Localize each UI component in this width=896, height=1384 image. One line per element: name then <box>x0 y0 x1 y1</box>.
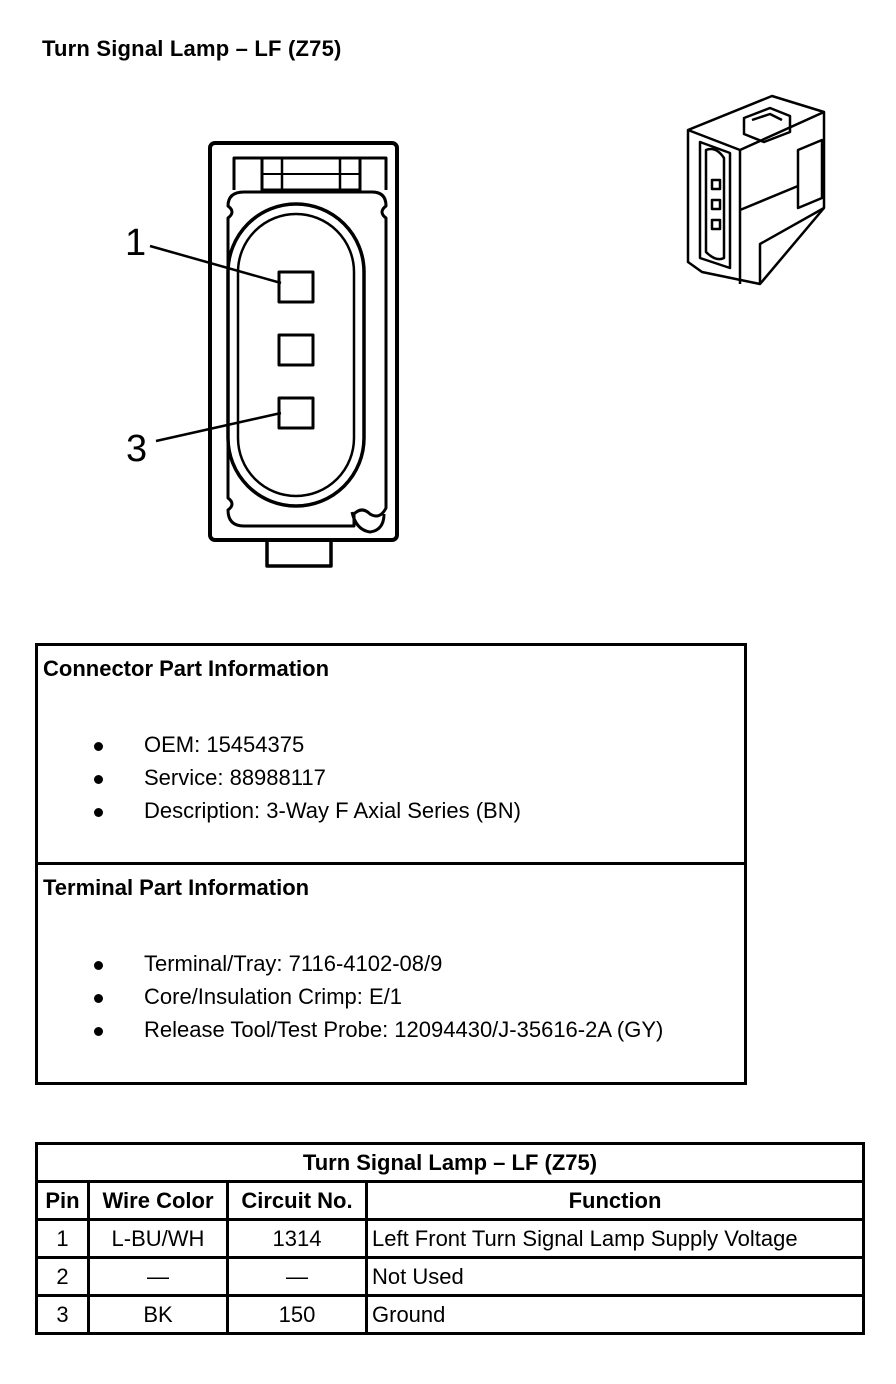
column-header-pin: Pin <box>35 1180 90 1221</box>
column-header-function: Function <box>365 1180 865 1221</box>
connector-bottom-tab <box>265 538 333 568</box>
terminal-info-item: Release Tool/Test Probe: 12094430/J-3561… <box>144 1017 664 1042</box>
circuit-no-cell: 150 <box>226 1294 368 1335</box>
page-title: Turn Signal Lamp – LF (Z75) <box>42 36 342 61</box>
table-row: 1 L-BU/WH 1314 Left Front Turn Signal La… <box>35 1218 865 1259</box>
bullet-icon <box>94 742 103 751</box>
wire-color-cell: BK <box>87 1294 229 1335</box>
pin-cell: 1 <box>35 1218 90 1259</box>
pinout-table: Turn Signal Lamp – LF (Z75) Pin Wire Col… <box>35 1142 865 1335</box>
connector-info-item: OEM: 15454375 <box>144 732 305 757</box>
connector-seal-inner <box>236 212 356 498</box>
connector-info-list: OEM: 15454375 Service: 88988117 Descript… <box>38 728 521 827</box>
circuit-no-cell: 1314 <box>226 1218 368 1259</box>
list-item: Description: 3-Way F Axial Series (BN) <box>38 794 521 827</box>
part-information-box: Connector Part Information OEM: 15454375… <box>35 643 747 1085</box>
list-item: Release Tool/Test Probe: 12094430/J-3561… <box>38 1013 663 1046</box>
connector-part-information: Connector Part Information OEM: 15454375… <box>38 646 744 865</box>
bullet-icon <box>94 775 103 784</box>
pin-cell: 2 <box>35 1256 90 1297</box>
connector-info-item: Description: 3-Way F Axial Series (BN) <box>144 798 521 823</box>
connector-drawing <box>149 94 826 568</box>
pin-callout-1: 1 <box>125 222 147 264</box>
callout-line-1 <box>149 244 282 285</box>
function-cell: Left Front Turn Signal Lamp Supply Volta… <box>365 1218 865 1259</box>
column-header-circuit-no: Circuit No. <box>226 1180 368 1221</box>
terminal-cavity-1 <box>277 270 315 304</box>
terminal-part-information: Terminal Part Information Terminal/Tray:… <box>38 865 744 1082</box>
list-item: Terminal/Tray: 7116-4102-08/9 <box>38 947 663 980</box>
table-header-row: Pin Wire Color Circuit No. Function <box>35 1180 865 1221</box>
list-item: Core/Insulation Crimp: E/1 <box>38 980 663 1013</box>
bullet-icon <box>94 1027 103 1036</box>
list-item: OEM: 15454375 <box>38 728 521 761</box>
terminal-cavity-3 <box>277 396 315 430</box>
circuit-no-cell: — <box>226 1256 368 1297</box>
terminal-info-heading: Terminal Part Information <box>43 875 310 900</box>
function-cell: Not Used <box>365 1256 865 1297</box>
pinout-table-title: Turn Signal Lamp – LF (Z75) <box>35 1142 865 1183</box>
terminal-cavity-2 <box>277 333 315 367</box>
pin-callout-3: 3 <box>126 428 148 470</box>
connector-face-view <box>149 141 399 568</box>
wire-color-cell: L-BU/WH <box>87 1218 229 1259</box>
terminal-info-item: Terminal/Tray: 7116-4102-08/9 <box>144 951 443 976</box>
wire-color-cell: — <box>87 1256 229 1297</box>
connector-info-heading: Connector Part Information <box>43 656 330 681</box>
table-row: 2 — — Not Used <box>35 1256 865 1297</box>
callout-line-3 <box>155 411 282 443</box>
function-cell: Ground <box>365 1294 865 1335</box>
bullet-icon <box>94 961 103 970</box>
list-item: Service: 88988117 <box>38 761 521 794</box>
connector-info-item: Service: 88988117 <box>144 765 326 790</box>
pin-cell: 3 <box>35 1294 90 1335</box>
terminal-info-list: Terminal/Tray: 7116-4102-08/9 Core/Insul… <box>38 947 663 1046</box>
connector-isometric-view <box>686 94 826 286</box>
bullet-icon <box>94 994 103 1003</box>
column-header-wire-color: Wire Color <box>87 1180 229 1221</box>
terminal-info-item: Core/Insulation Crimp: E/1 <box>144 984 402 1009</box>
table-title-row: Turn Signal Lamp – LF (Z75) <box>35 1142 865 1183</box>
connector-seal-outer <box>226 202 366 508</box>
bullet-icon <box>94 808 103 817</box>
table-row: 3 BK 150 Ground <box>35 1294 865 1335</box>
